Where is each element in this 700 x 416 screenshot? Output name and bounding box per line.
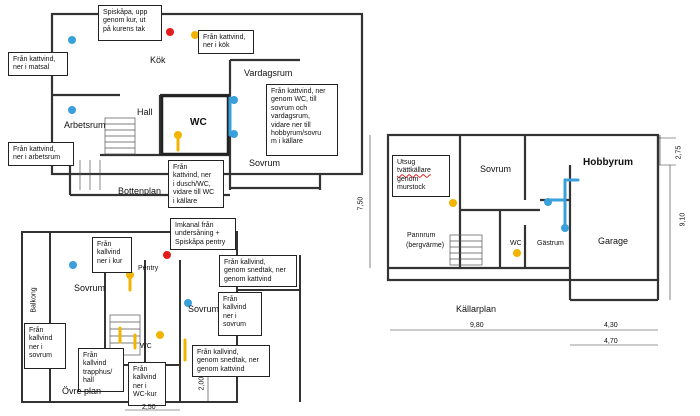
note-spiskapa: Spiskåpa, upp genom kur, ut på kurens ta… (98, 5, 162, 41)
room-vardagsrum: Vardagsrum (244, 68, 293, 78)
note-fran-kattvind-dusch: Från kattvind, ner i dusch/WC, vidare ti… (168, 160, 224, 208)
room-kallar-gastrum: Gästrum (537, 240, 564, 247)
return-dot-kallar-wc (513, 249, 521, 257)
room-sovrum: Sovrum (249, 158, 281, 168)
note-fran-kallvind-snedtak-top: Från kallvind, genom snedtak, ner genom … (219, 255, 297, 287)
room-ovre-pentry: Pentry (138, 265, 159, 272)
return-dot-wc (174, 131, 182, 139)
room-kok: Kök (150, 55, 166, 65)
supply-dot-ovre-sovrum (184, 299, 192, 307)
note-fran-kattvind-wc: Från kattvind, ner genom WC, till sovrum… (266, 84, 338, 156)
plan-title-bottenplan: Bottenplan (118, 186, 162, 196)
fireplace-dot-kok (166, 28, 174, 36)
note-utsug-line1: Utsug (397, 159, 416, 166)
room-kallar-wc: WC (510, 240, 522, 247)
plan-kallar-walls (386, 133, 660, 302)
supply-dot-matsal (68, 36, 76, 44)
return-dot-kok (191, 31, 199, 39)
ovre-dim-width: 2,50 (142, 404, 156, 411)
note-fran-kallvind-kur: Från kallvind ner i kur (92, 237, 132, 273)
plan-title-kallar: Källarplan (456, 304, 497, 314)
duct-pipes (118, 96, 580, 362)
room-ovre-wc: WC (140, 343, 152, 350)
note-fran-kallvind-sovrum: Från kallvind ner i sovrum (218, 292, 262, 336)
bottenplan-stair (79, 117, 136, 190)
supply-dot-wc-bottom (230, 130, 238, 138)
kallar-dim-width-garage-outer: 4,70 (604, 338, 618, 345)
room-wc: WC (190, 117, 207, 128)
note-utsug-line2: tvättkällare (397, 167, 431, 175)
kallar-dims (369, 135, 676, 346)
kallar-dim-height-right-top: 2,75 (675, 145, 683, 160)
kallar-stair (449, 234, 483, 266)
note-fran-kallvind-trapphus: Från kallvind trapphus/ hall (78, 348, 124, 392)
markers (68, 28, 569, 339)
note-fran-kattvind-matsal: Från kattvind, ner i matsal (8, 52, 68, 76)
note-fran-kallvind-snedtak-bottom: Från kallvind, genom snedtak, ner genom … (192, 345, 270, 377)
room-kallar-garage: Garage (598, 236, 629, 246)
room-ovre-sovrum-left: Sovrum (74, 283, 106, 293)
ovre-dim-height: 2,00 (198, 376, 206, 391)
room-hall: Hall (137, 107, 153, 117)
kallar-dim-width-garage-inner: 4,30 (604, 322, 618, 329)
kallar-dim-width-total: 9,80 (470, 322, 484, 329)
room-kallar-pannrum: Pannrum (407, 232, 436, 239)
supply-dot-kallar-gast (561, 224, 569, 232)
room-kallar-bergvarme: (bergvärme) (406, 242, 445, 249)
return-dot-kallar (449, 199, 457, 207)
ovre-stair (109, 314, 141, 356)
plan-title-ovre: Övre plan (62, 386, 102, 396)
supply-dot-kallar-hobby (544, 198, 552, 206)
supply-dot-ovre-sovrum-left (69, 261, 77, 269)
room-arbetsrum: Arbetsrum (64, 120, 106, 130)
kallar-dim-height-left: 7,50 (357, 196, 365, 211)
note-utsug-line3: genom murstock (397, 175, 426, 192)
wc-box (160, 94, 230, 156)
room-ovre-sovrum-right: Sovrum (188, 304, 220, 314)
return-dot-ovre-2 (156, 331, 164, 339)
room-kallar-sovrum: Sovrum (480, 164, 512, 174)
room-kallar-hobbyrum: Hobbyrum (583, 157, 633, 168)
note-fran-kattvind-arbetsrum: Från kattvind, ner i arbetsrum (8, 142, 74, 166)
return-dot-ovre-1 (126, 271, 134, 279)
fireplace-dot-ovre (163, 251, 171, 259)
room-ovre-balkong: Balkong (30, 287, 38, 313)
note-imkanal: Imkanal från undersåning + Spiskåpa pent… (170, 218, 236, 250)
kallar-dim-height-right: 9,10 (679, 212, 687, 227)
note-fran-kallvind-sovrum-left: Från kallvind ner i sovrum (24, 323, 66, 369)
supply-dot-arbetsrum (68, 106, 76, 114)
note-fran-kallvind-wckur: Från kallvind ner i WC-kur (128, 362, 166, 406)
supply-dot-wc-top (230, 96, 238, 104)
note-fran-kattvind-kok: Från kattvind, ner i kök (198, 30, 254, 54)
